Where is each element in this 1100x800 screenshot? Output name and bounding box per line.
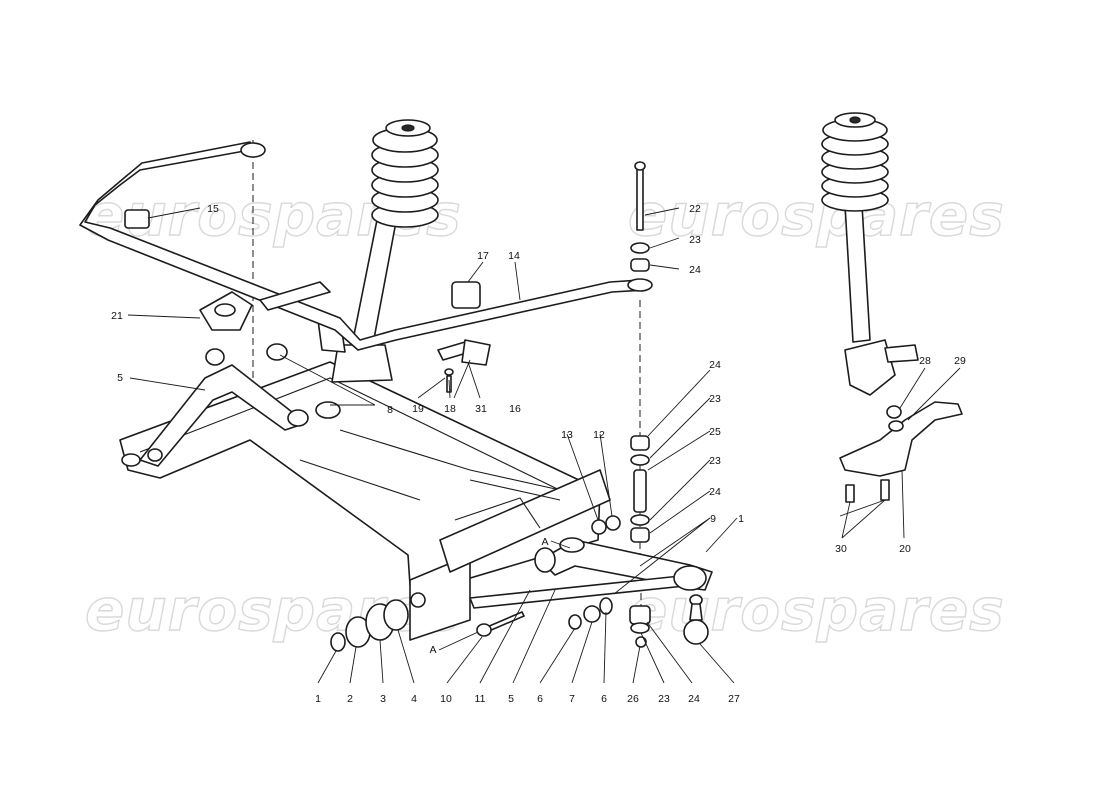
leader-lines (127, 207, 961, 684)
callout-29: 29 (954, 355, 966, 367)
callout-2: 2 (347, 693, 353, 705)
callout-15: 15 (207, 203, 219, 215)
callout-4: 4 (411, 693, 417, 705)
callout-20: 20 (899, 543, 911, 555)
callout-14: 14 (508, 250, 520, 262)
small-bushes (568, 515, 621, 630)
callout-7: 7 (569, 693, 575, 705)
callout-13: 13 (561, 429, 573, 441)
callout-17: 17 (477, 250, 489, 262)
callout-24: 24 (688, 693, 700, 705)
callout-24: 24 (709, 486, 721, 498)
right-lower-arm (469, 537, 713, 609)
anti-roll-bar (79, 141, 653, 351)
callout-9: 9 (710, 513, 716, 525)
callout-21: 21 (111, 310, 123, 322)
callout-18: 18 (444, 403, 456, 415)
callout-24: 24 (689, 264, 701, 276)
callout-26: 26 (627, 693, 639, 705)
left-lower-arm (139, 343, 341, 467)
callout-24: 24 (709, 359, 721, 371)
bar-mounting-parts (124, 209, 491, 393)
callout-labels: 15 21 5 8 17 14 19 18 31 16 22 23 24 24 … (111, 203, 966, 705)
callout-30: 30 (835, 543, 847, 555)
right-coil-spring-strut (821, 112, 919, 396)
left-bush-stack (330, 599, 409, 652)
callout-10: 10 (440, 693, 452, 705)
callout-23: 23 (709, 455, 721, 467)
callout-23: 23 (709, 393, 721, 405)
bolt-10 (476, 611, 525, 637)
drop-link-assembly (629, 161, 651, 648)
callout-27: 27 (728, 693, 740, 705)
callout-6: 6 (601, 693, 607, 705)
callout-11: 11 (475, 693, 486, 705)
callout-1: 1 (738, 513, 744, 525)
callout-5: 5 (508, 693, 514, 705)
steering-arm (839, 401, 963, 503)
callout-6: 6 (537, 693, 543, 705)
subframe (119, 361, 611, 641)
callout-31: 31 (475, 403, 487, 415)
callout-1: 1 (315, 693, 321, 705)
callout-22: 22 (689, 203, 701, 215)
callout-3: 3 (380, 693, 386, 705)
reference-A: A (541, 536, 548, 548)
callout-23: 23 (689, 234, 701, 246)
callout-23: 23 (658, 693, 670, 705)
watermark-text: eurospares (628, 181, 1005, 249)
callout-16: 16 (509, 403, 521, 415)
callout-5: 5 (117, 372, 123, 384)
callout-28: 28 (919, 355, 931, 367)
ball-joint (683, 594, 709, 645)
callout-8: 8 (387, 404, 393, 416)
reference-A: A (429, 644, 436, 656)
callout-12: 12 (593, 429, 605, 441)
callout-19: 19 (412, 403, 424, 415)
callout-25: 25 (709, 426, 721, 438)
